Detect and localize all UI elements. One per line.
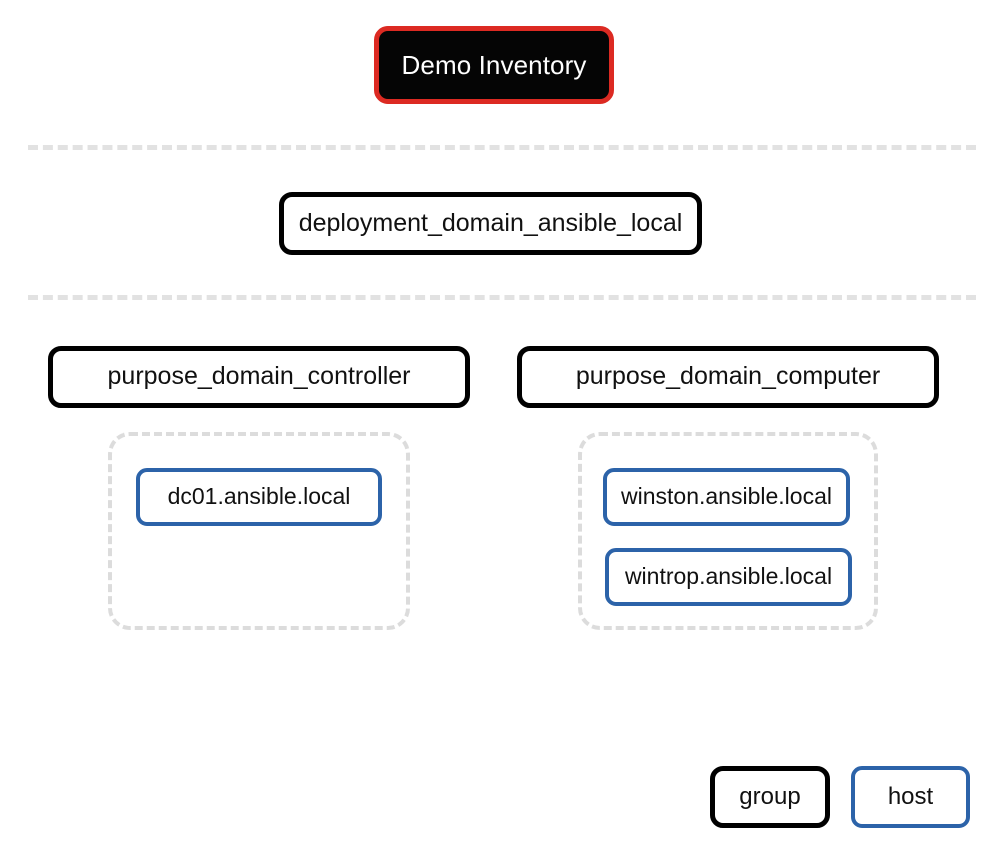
- node-deployment-domain-ansible-local[interactable]: deployment_domain_ansible_local: [279, 192, 702, 255]
- legend-item-group-label: group: [739, 783, 801, 810]
- node-purpose-domain-computer[interactable]: purpose_domain_computer: [517, 346, 939, 408]
- node-purpose-domain-controller[interactable]: purpose_domain_controller: [48, 346, 470, 408]
- node-purpose-domain-computer-label: purpose_domain_computer: [575, 362, 881, 391]
- cluster-purpose-domain-computer: [578, 432, 878, 630]
- node-purpose-domain-controller-label: purpose_domain_controller: [107, 362, 411, 391]
- node-host-dc01[interactable]: dc01.ansible.local: [136, 468, 382, 526]
- node-demo-inventory[interactable]: Demo Inventory: [374, 26, 614, 104]
- node-deployment-domain-ansible-local-label: deployment_domain_ansible_local: [298, 208, 683, 237]
- node-host-wintrop[interactable]: wintrop.ansible.local: [605, 548, 852, 606]
- node-host-dc01-label: dc01.ansible.local: [167, 483, 351, 510]
- node-demo-inventory-label: Demo Inventory: [401, 49, 587, 80]
- node-host-wintrop-label: wintrop.ansible.local: [624, 563, 833, 590]
- cluster-purpose-domain-controller: [108, 432, 410, 630]
- divider-top: [28, 145, 976, 150]
- legend-item-host-label: host: [887, 783, 934, 810]
- node-host-winston-label: winston.ansible.local: [621, 483, 832, 510]
- divider-bottom: [28, 295, 976, 300]
- legend-item-group: group: [710, 766, 830, 828]
- legend-item-host: host: [851, 766, 970, 828]
- node-host-winston[interactable]: winston.ansible.local: [603, 468, 850, 526]
